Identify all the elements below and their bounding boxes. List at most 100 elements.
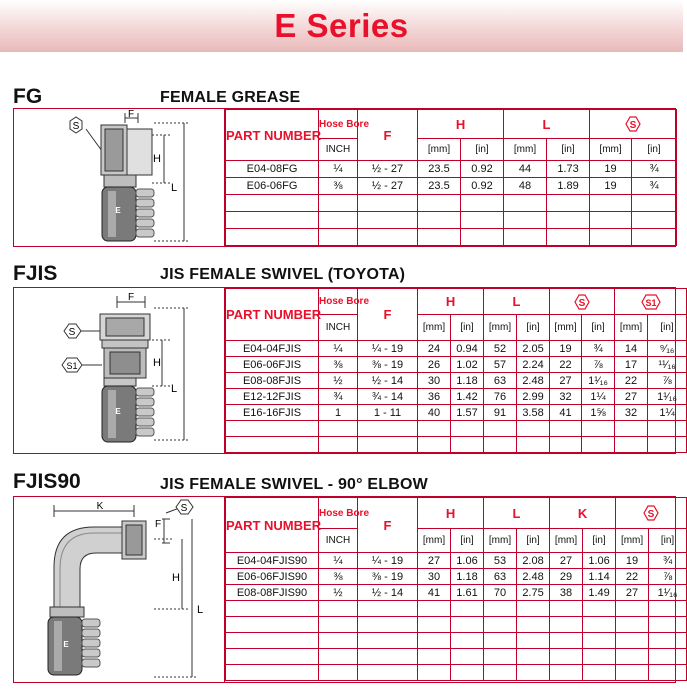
table-cell: [631, 194, 678, 212]
hdr-unit: [mm]: [417, 528, 451, 553]
table-cell: ½ - 27: [357, 177, 418, 195]
table-cell: ¼ - 19: [357, 340, 418, 357]
table-cell: 29: [549, 568, 584, 585]
table-cell: 2.05: [516, 340, 551, 357]
table-cell: 2.48: [516, 568, 551, 585]
table-cell: [417, 632, 451, 649]
part-number-cell: E08-08FJIS90: [225, 584, 319, 601]
table-cell: 41: [549, 404, 583, 421]
table-cell: [357, 664, 418, 681]
table-cell: [615, 632, 650, 649]
part-number-cell: E08-08FJIS: [225, 372, 319, 389]
table-cell: [357, 194, 418, 212]
hex-label: S: [181, 503, 188, 514]
table-cell: 48: [503, 177, 548, 195]
hdr-unit: [mm]: [614, 314, 649, 341]
table-cell: 1.14: [582, 568, 617, 585]
table-cell: 1¼: [581, 388, 616, 405]
table-row: [225, 228, 678, 246]
table-cell: 76: [483, 388, 518, 405]
table-cell: [589, 228, 633, 246]
table-cell: 1.61: [449, 584, 485, 601]
table-cell: 2.99: [516, 388, 551, 405]
hdr-inch: INCH: [318, 528, 358, 553]
table-cell: [483, 632, 518, 649]
dim-f-label: F: [128, 109, 134, 120]
table-cell: [417, 420, 451, 437]
table-cell: [647, 420, 687, 437]
table-cell: [483, 436, 518, 453]
table-cell: [459, 211, 505, 229]
table-cell: 63: [483, 372, 518, 389]
table-cell: 23.5: [417, 177, 461, 195]
dim-l-label: L: [197, 604, 203, 616]
table-cell: ⅞: [647, 372, 687, 389]
table-cell: [357, 436, 418, 453]
hdr-l: L: [483, 497, 551, 529]
table-cell: [417, 436, 451, 453]
table-cell: [417, 616, 451, 633]
table-row: [225, 632, 687, 649]
table-cell: 19: [589, 160, 633, 178]
table-cell: [483, 616, 518, 633]
table-cell: [549, 664, 584, 681]
hex-label: S: [73, 121, 80, 132]
table-cell: 1¹⁄₁₆: [648, 584, 687, 601]
table-cell: 1.73: [546, 160, 591, 178]
hdr-hose-bore: Hose Bore: [318, 109, 369, 139]
hdr-unit: [in]: [449, 528, 485, 553]
table-cell: [614, 436, 649, 453]
part-number-cell: [225, 420, 319, 437]
part-number-cell: [225, 632, 319, 649]
table-cell: 1¹⁄₁₆: [647, 388, 687, 405]
part-number-cell: [225, 664, 319, 681]
table-cell: [546, 194, 591, 212]
part-number-cell: E16-16FJIS: [225, 404, 319, 421]
table-cell: ⅜: [318, 568, 358, 585]
hdr-part-number: PART NUMBER: [225, 288, 321, 341]
table-cell: [417, 600, 451, 617]
part-number-cell: E04-08FG: [225, 160, 319, 178]
table-cell: ¼: [318, 160, 358, 178]
table-cell: ¹¹⁄₁₆: [647, 356, 687, 373]
table-cell: 22: [614, 372, 649, 389]
table-cell: 19: [589, 177, 633, 195]
hdr-hex-s: S: [615, 497, 687, 529]
hdr-unit: [mm]: [417, 138, 461, 161]
table-cell: [483, 420, 518, 437]
table-cell: ¾: [318, 388, 358, 405]
hex-label: S: [69, 327, 76, 338]
part-number-cell: E06-06FG: [225, 177, 319, 195]
table-cell: [357, 648, 418, 665]
part-number-cell: [225, 194, 319, 212]
table-cell: ¼: [318, 340, 358, 357]
table-cell: [631, 211, 678, 229]
table-cell: 22: [549, 356, 583, 373]
table-cell: 27: [549, 372, 583, 389]
table-cell: [503, 228, 548, 246]
table-cell: [318, 436, 358, 453]
table-cell: [503, 194, 548, 212]
table-cell: 41: [417, 584, 451, 601]
table-cell: [546, 228, 591, 246]
logo-text: E: [115, 407, 121, 416]
dim-l-label: L: [171, 182, 177, 194]
table-cell: [516, 600, 551, 617]
table-cell: [549, 420, 583, 437]
table-cell: [318, 211, 358, 229]
table-cell: ½: [318, 584, 358, 601]
table-cell: 63: [483, 568, 518, 585]
table-cell: [549, 436, 583, 453]
table-cell: 27: [417, 552, 451, 569]
hdr-k: K: [549, 497, 617, 529]
dim-l-label: L: [171, 383, 177, 395]
spec-box-fjis: S S1 F H L E PART NUMBER Hose Bore F H L…: [13, 287, 687, 454]
hex2-label: S1: [66, 361, 77, 371]
